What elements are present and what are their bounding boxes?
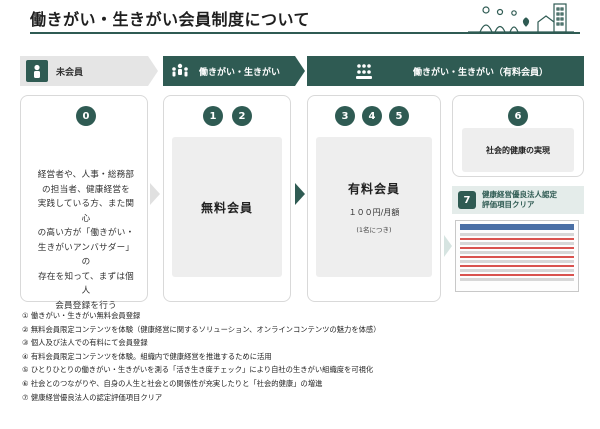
flow-arrow [150,183,160,205]
certification-document-image [455,220,579,292]
step-number: 3 [335,106,355,126]
document-row [460,256,574,258]
document-header-bar [460,224,574,230]
tier-label: 働きがい・生きがい（有料会員） [413,67,549,78]
document-row [460,260,574,263]
free-member-label: 無料会員 [200,200,253,215]
footnote-item: ① 働きがい・生きがい無料会員登録 [22,311,141,320]
tier-header-free-member: 働きがい・生きがい [163,56,295,86]
description-line: 実践している方、また関心 [37,199,135,224]
step-number: 4 [362,106,382,126]
flow-arrow [444,235,452,257]
description-line: 生きがいアンバサダー」の [37,242,135,268]
paid-member-label: 有料会員 [347,182,400,196]
step-number: 5 [389,106,409,126]
step-number: 0 [76,106,96,126]
footnote-item: ④ 有料会員限定コンテンツを体験。組織内で健康経営を推進するために活用 [22,351,272,361]
description-line: の担当者、健康経営を [42,184,130,195]
step-number: 7 [458,191,476,209]
description-line: 存在を知って、まずは個人 [38,271,134,297]
document-row [460,274,574,276]
tier-label: 未会員 [56,67,84,78]
tier-label: 働きがい・生きがい [199,67,281,78]
people-house-decoration-icon [468,3,574,33]
footnote-item: ⑦ 健康経営優良法人の認定評価項目クリア [22,392,163,402]
step-number: 6 [508,106,528,126]
footnote-item: ③ 個人及び法人での有料にて会員登録 [22,338,148,348]
certification-label: 健康経営優良法人認定 評価項目クリア [482,190,557,210]
description-line: 経営者や、人事・総務部 [37,170,135,180]
tier-chevron [295,56,305,86]
document-row [460,269,574,272]
non-member-column [20,95,148,302]
document-row [460,242,574,245]
document-row [460,247,574,249]
document-row [460,233,574,236]
page-title: 働きがい・生きがい会員制度について [30,10,311,29]
tier-header-paid-member: 働きがい・生きがい（有料会員） [307,56,584,86]
document-row [460,265,574,267]
person-icon [26,60,48,82]
footnote-item: ⑤ ひとりひとりの働きがい・生きがいを測る「活き生き度チェック」により自社の生き… [22,365,374,375]
title-underline [30,32,580,34]
certification-line: 評価項目クリア [482,200,535,209]
step-number: 2 [232,106,252,126]
flow-arrow [295,183,305,205]
paid-member-unit: (1名につき) [356,226,392,234]
document-row [460,278,574,281]
tier-chevron [148,56,158,86]
free-member-panel: 無料会員 [172,137,282,277]
document-row [460,238,574,240]
social-health-label: 社会的健康の実現 [486,145,550,155]
step-number: 1 [203,106,223,126]
certification-header: 7 健康経営優良法人認定 評価項目クリア [452,186,584,214]
group-icon [169,60,191,82]
tier-header-non-member: 未会員 [20,56,148,86]
certification-line: 健康経営優良法人認定 [482,190,557,199]
paid-member-price: １００円/月額 [348,208,400,217]
community-icon [353,60,375,82]
paid-member-panel: 有料会員 １００円/月額 (1名につき) [316,137,432,277]
footnote-item: ⑥ 社会とのつながりや、自身の人生と社会との関係性が充実したりと「社会的健康」の… [22,378,323,388]
description-line: の高い方が「働きがい・ [37,228,135,238]
footnote-list: ① 働きがい・生きがい無料会員登録 ② 無料会員限定コンテンツを体験（健康経営に… [22,309,582,404]
description-line: 会員登録を行う [55,300,117,311]
footnote-item: ② 無料会員限定コンテンツを体験（健康経営に関するソリューション、オンラインコン… [22,324,381,334]
document-row [460,251,574,254]
non-member-description: 経営者や、人事・総務部 の担当者、健康経営を 実践している方、また関心 の高い方… [36,168,136,313]
social-health-panel: 社会的健康の実現 [462,128,574,172]
